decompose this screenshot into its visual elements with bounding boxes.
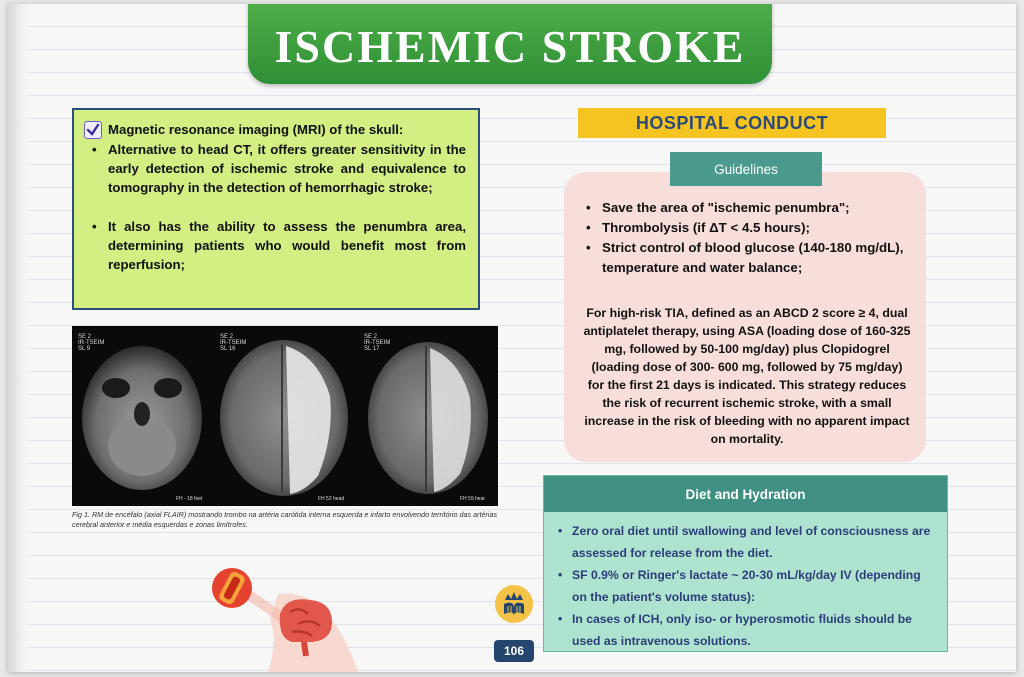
mri-heading-row: Magnetic resonance imaging (MRI) of the … (84, 120, 466, 139)
guideline-bullet: Thrombolysis (if ΔT < 4.5 hours); (582, 218, 912, 238)
page-number-badge: 106 (494, 640, 534, 662)
diet-bullet-list: Zero oral diet until swallowing and leve… (544, 512, 947, 652)
document-page: ISCHEMIC STROKE Magnetic resonance imagi… (8, 4, 1016, 672)
tia-paragraph: For high-risk TIA, defined as an ABCD 2 … (583, 306, 911, 446)
hospital-conduct-title: HOSPITAL CONDUCT (578, 108, 886, 138)
mri-bullet: Alternative to head CT, it offers greate… (88, 140, 466, 197)
guideline-bullet: Save the area of "ischemic penumbra"; (582, 198, 912, 218)
crown-book-logo (494, 584, 534, 624)
diet-bullet: In cases of ICH, only iso- or hyperosmot… (556, 608, 937, 652)
mri-bullet-list: Alternative to head CT, it offers greate… (84, 140, 466, 274)
figure-caption: Fig 1. RM de encéfalo (axial FLAIR) most… (72, 510, 498, 529)
diet-bullet: Zero oral diet until swallowing and leve… (556, 520, 937, 564)
diet-bullet: SF 0.9% or Ringer's lactate ~ 20-30 mL/k… (556, 564, 937, 608)
page-title: ISCHEMIC STROKE (274, 20, 746, 72)
title-banner: ISCHEMIC STROKE (248, 4, 772, 84)
guidelines-bullet-list: Save the area of "ischemic penumbra"; Th… (582, 198, 912, 278)
scan-panel-1-footer: FH - 18 feet (176, 496, 203, 502)
page-binding-shadow (8, 4, 34, 672)
brain-artery-illustration (208, 560, 358, 672)
scan-panel-2-footer: FH 52 head (318, 496, 344, 502)
diet-title: Diet and Hydration (544, 476, 947, 512)
mri-info-box: Magnetic resonance imaging (MRI) of the … (72, 108, 480, 310)
diet-hydration-box: Diet and Hydration Zero oral diet until … (543, 475, 948, 652)
guideline-bullet: Strict control of blood glucose (140-180… (582, 238, 912, 278)
guidelines-box: Save the area of "ischemic penumbra"; Th… (564, 172, 926, 462)
mri-heading: Magnetic resonance imaging (MRI) of the … (108, 122, 404, 137)
scan-panel-3-footer: FH 59 hear (460, 496, 485, 502)
checkmark-icon (84, 120, 102, 139)
mri-bullet: It also has the ability to assess the pe… (88, 217, 466, 274)
guidelines-label: Guidelines (670, 152, 822, 186)
